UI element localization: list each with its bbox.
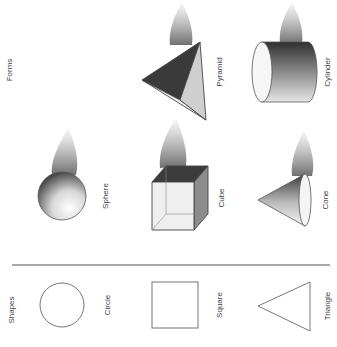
cone-form [258, 174, 311, 226]
pyramid-form [142, 42, 206, 120]
divider-line [12, 265, 330, 266]
cast-shadow [292, 130, 314, 176]
form-label: Cylinder [324, 57, 332, 86]
cast-shadow [280, 2, 303, 44]
shape-label: Triangle [324, 292, 332, 321]
square-shape [152, 282, 198, 328]
cylinder-form [252, 42, 317, 102]
section-heading: Shapes [8, 296, 16, 323]
form-label: Sphere [102, 183, 110, 209]
form-label: Cube [218, 188, 226, 207]
form-label: Cone [322, 190, 330, 209]
section-heading: Forms [6, 59, 14, 82]
shape-label: Square [216, 292, 224, 318]
cast-shadow [52, 128, 78, 175]
cast-shadow [160, 118, 187, 168]
sphere-form [38, 172, 86, 220]
triangle-shape [258, 282, 310, 331]
circle-shape [40, 283, 84, 327]
cast-shadow [170, 2, 193, 45]
cube-form [152, 166, 208, 230]
shape-label: Circle [104, 295, 112, 315]
form-label: Pyramid [216, 57, 224, 86]
